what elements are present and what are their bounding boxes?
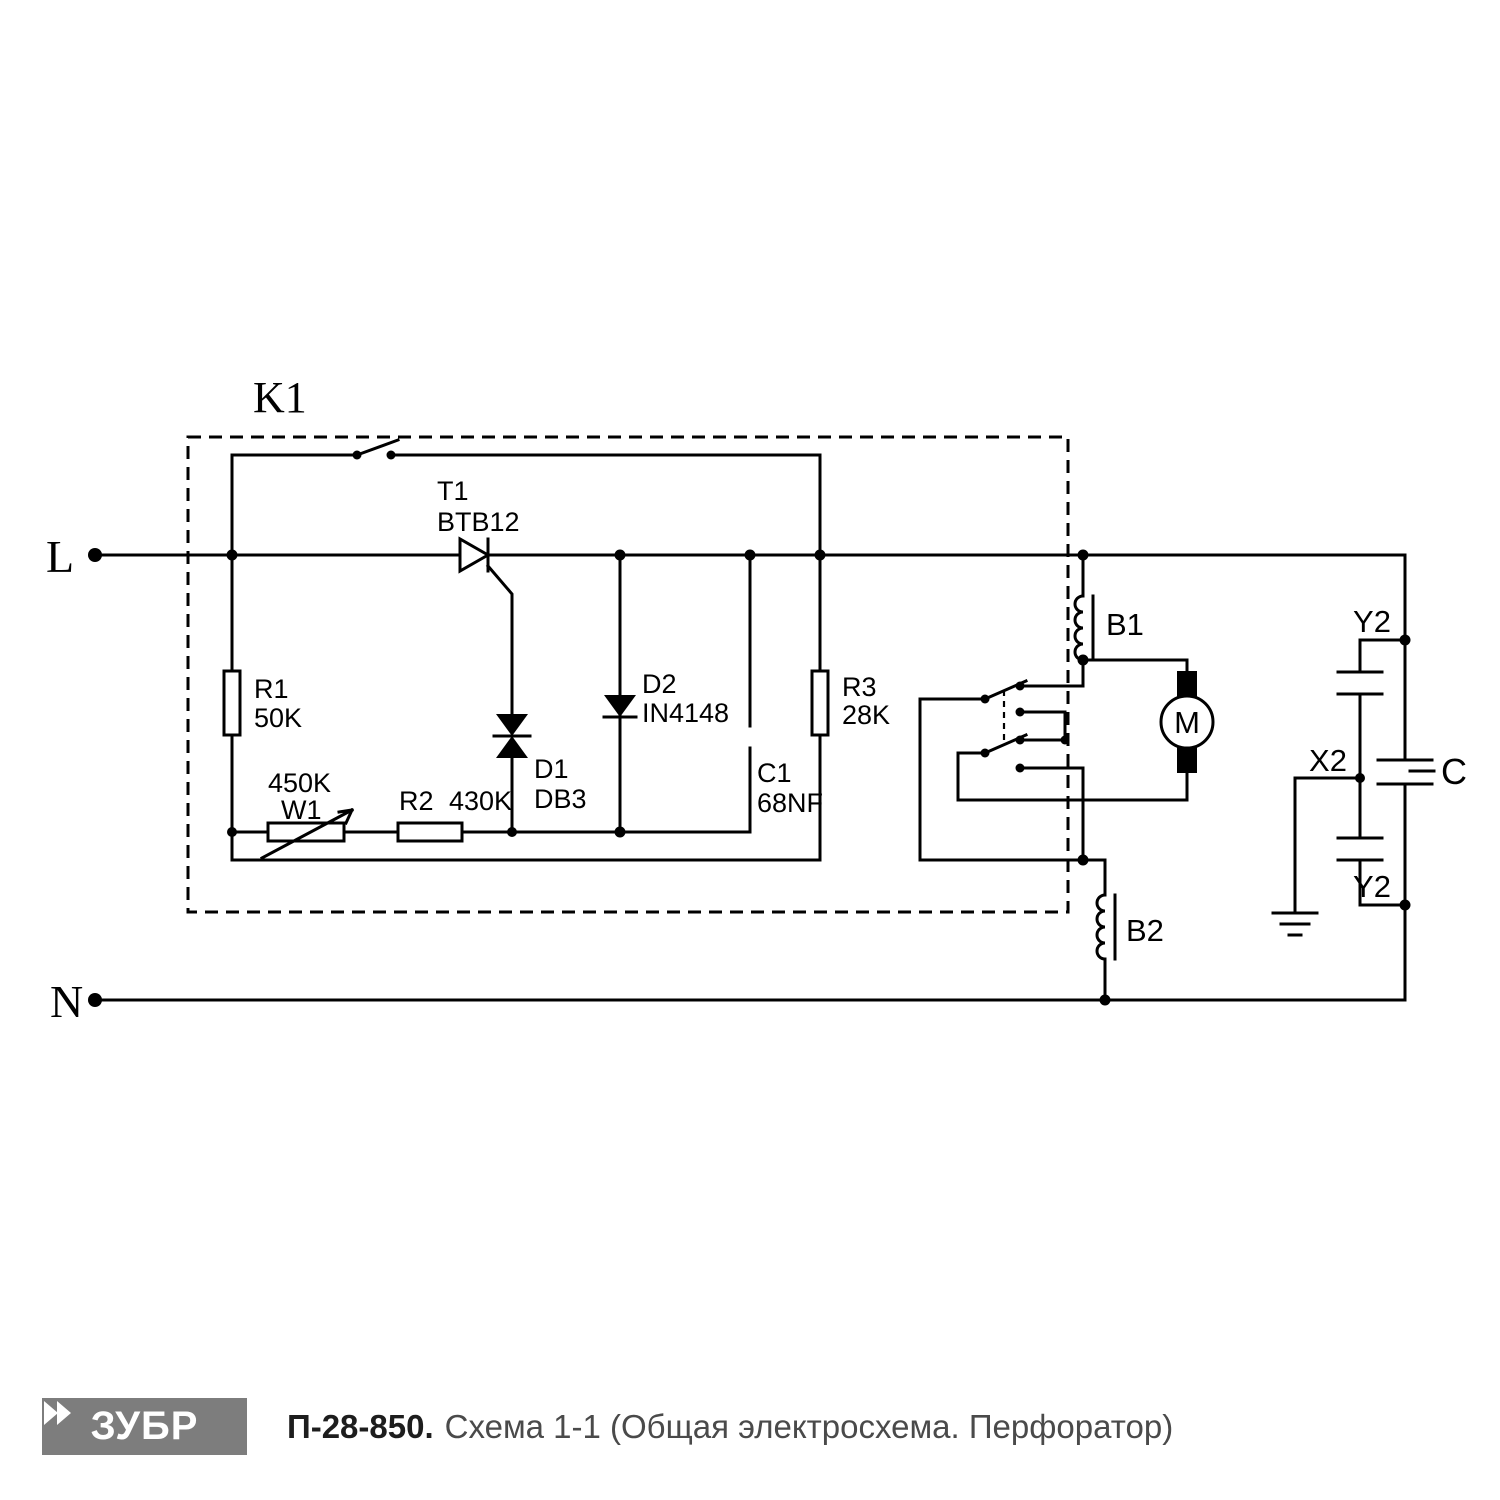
d2-value-label: IN4148 [642, 698, 729, 728]
r3-ref-label: R3 [842, 672, 877, 702]
t1-ref-label: T1 [437, 476, 469, 506]
potentiometer-arrow [259, 807, 355, 861]
d1-value-label: DB3 [534, 784, 587, 814]
diac-d1 [492, 714, 532, 758]
junction-dots [88, 450, 1411, 1007]
footer-caption: П-28-850. Схема 1-1 (Общая электросхема.… [287, 1398, 1173, 1455]
k1-module-box [186, 435, 1070, 914]
w1-ref-label: W1 [281, 795, 322, 825]
b1-coil-label: B1 [1106, 607, 1144, 642]
power-switch-arm [355, 438, 400, 457]
w1-value-label: 450K [268, 768, 331, 798]
zubr-arrow-icon [44, 1401, 71, 1425]
y2-upper-label: Y2 [1353, 604, 1391, 639]
model-number: П-28-850. [287, 1407, 434, 1445]
cap-unit-label: C [1441, 751, 1467, 792]
ground-icon [1271, 911, 1319, 937]
motor-brush-top [1177, 671, 1197, 697]
y2-lower-label: Y2 [1353, 869, 1391, 904]
r1-ref-label: R1 [254, 674, 289, 704]
r3-value-label: 28K [842, 700, 890, 730]
scheme-title: Схема 1-1 (Общая электросхема. Перфорато… [444, 1407, 1174, 1445]
r2-value-label: 430K [449, 786, 512, 816]
x2-label: X2 [1309, 743, 1347, 778]
d1-ref-label: D1 [534, 754, 569, 784]
r2-ref-label: R2 [399, 786, 434, 816]
r1-value-label: 50K [254, 703, 302, 733]
motor-label: M [1174, 705, 1200, 740]
coil-b2 [1095, 893, 1107, 961]
c1-ref-label: C1 [757, 758, 792, 788]
b2-coil-label: B2 [1126, 913, 1164, 948]
c1-value-label: 68NF [757, 788, 823, 818]
resistor-r1 [222, 669, 242, 737]
coil-b1 [1073, 594, 1085, 662]
d2-ref-label: D2 [642, 669, 677, 699]
footer: ЗУБР П-28-850. Схема 1-1 (Общая электрос… [0, 1396, 1500, 1458]
neutral-terminal [88, 993, 102, 1007]
resistor-r3 [810, 669, 830, 737]
t1-value-label: BTB12 [437, 507, 520, 537]
k1-module-label: K1 [253, 373, 307, 422]
triac-t1 [458, 536, 492, 574]
zubr-logo: ЗУБР [42, 1398, 247, 1455]
motor: M [1159, 671, 1215, 773]
live-terminal [88, 548, 102, 562]
potentiometer-w1 [259, 807, 355, 861]
resistor-r2 [396, 821, 464, 843]
brand-name: ЗУБР [90, 1404, 199, 1448]
k1-wiring [230, 438, 822, 862]
motor-brush-bottom [1177, 747, 1197, 773]
neutral-label: N [50, 976, 83, 1027]
live-label: L [46, 531, 74, 582]
filter-wiring [1271, 638, 1436, 937]
diode-d2 [602, 695, 638, 719]
